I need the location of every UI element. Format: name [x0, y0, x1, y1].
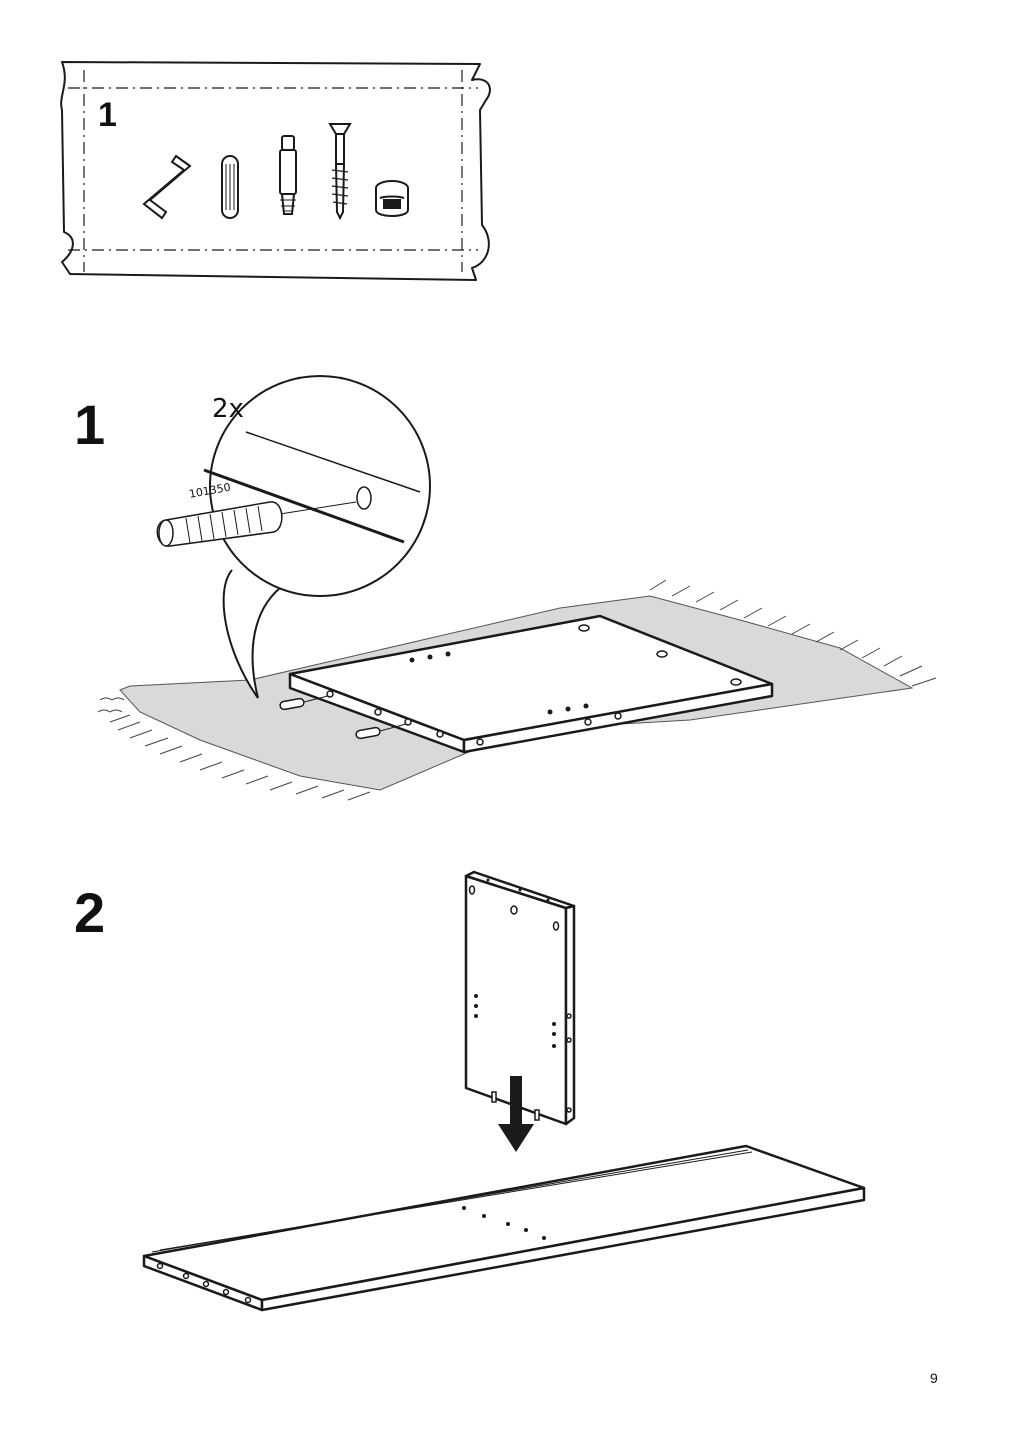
- page-number: 9: [930, 1370, 938, 1386]
- rug-fringe: [97, 579, 937, 801]
- allen-key-icon: [142, 154, 192, 220]
- zoom-detail: [203, 431, 421, 544]
- zoom-callout: [209, 375, 431, 699]
- bottom-panel: [142, 1144, 866, 1312]
- wooden-dowel-icon: [221, 155, 239, 219]
- connector-bolt-icon: [279, 135, 297, 215]
- bag-outline: [60, 61, 491, 281]
- dowel-insert: [279, 697, 381, 740]
- zoom-dowel-icon: [156, 501, 283, 547]
- step-1-number: 1: [74, 393, 106, 456]
- cam-lock-icon: [375, 180, 409, 217]
- step-2-number: 2: [74, 881, 106, 944]
- parts-bag-number: 1: [98, 96, 117, 134]
- long-screw-icon: [328, 123, 352, 221]
- quantity-label: 2x: [212, 394, 244, 424]
- down-arrow-icon: [498, 1076, 534, 1152]
